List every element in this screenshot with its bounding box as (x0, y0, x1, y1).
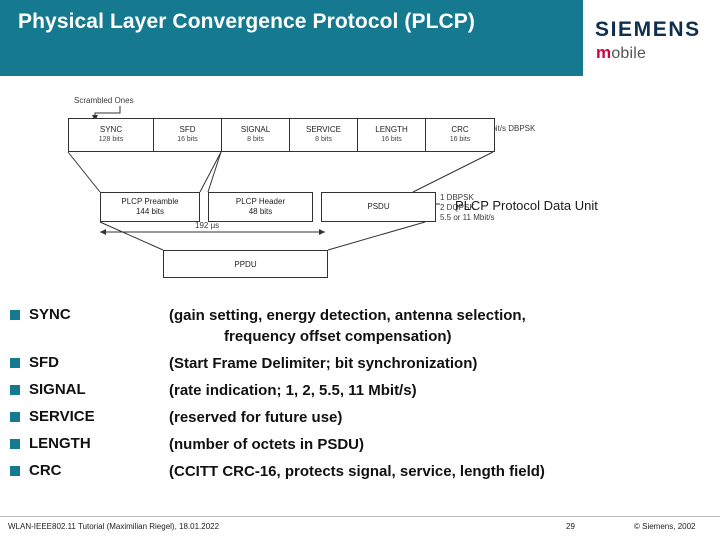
list-item-desc: (reserved for future use) (169, 409, 343, 426)
block-plcp-preamble-bits: 144 bits (135, 207, 165, 216)
field-signal: SIGNAL 8 bits (222, 119, 290, 151)
diagram-connectors (67, 106, 494, 251)
footer-source-text: WLAN-IEEE802.11 Tutorial (Maximilian Rie… (8, 522, 220, 531)
block-psdu: PSDU (321, 192, 436, 222)
field-sync: SYNC 128 bits (69, 119, 154, 151)
rate-label-top: 1 Mbit/s DBPSK (478, 124, 536, 133)
field-length: LENGTH 16 bits (358, 119, 426, 151)
rate-label-bottom-line1: 1 DBPSK (440, 193, 474, 202)
duration-label: 192 µs (195, 221, 220, 230)
scrambled-ones-label: Scrambled Ones (74, 96, 134, 105)
field-sfd-bits: 16 bits (177, 136, 198, 143)
block-plcp-preamble: PLCP Preamble 144 bits (100, 192, 200, 222)
block-ppdu: PPDU (163, 250, 328, 278)
list-item-term: SERVICE (29, 408, 95, 425)
field-length-bits: 16 bits (381, 136, 402, 143)
siemens-logo: SIEMENS (595, 18, 701, 41)
square-bullet-icon (10, 466, 20, 476)
slide-footer: WLAN-IEEE802.11 Tutorial (Maximilian Rie… (0, 516, 720, 541)
field-sync-bits: 128 bits (98, 136, 124, 143)
block-plcp-header-name: PLCP Header (235, 197, 286, 206)
field-sfd-name: SFD (179, 125, 196, 134)
list-item: SERVICE (reserved for future use) (10, 407, 710, 428)
page-title: Physical Layer Convergence Protocol (PLC… (18, 10, 476, 33)
field-crc-bits: 16 bits (449, 136, 471, 143)
list-item-term: SIGNAL (29, 381, 86, 398)
footer-page-number: 29 (566, 522, 575, 531)
block-plcp-header: PLCP Header 48 bits (208, 192, 313, 222)
header-color-band (0, 0, 583, 76)
list-item-desc: (CCITT CRC-16, protects signal, service,… (169, 463, 545, 480)
list-item-desc: (rate indication; 1, 2, 5.5, 11 Mbit/s) (169, 382, 417, 399)
field-sfd: SFD 16 bits (154, 119, 222, 151)
square-bullet-icon (10, 358, 20, 368)
rate-label-bottom-line3: 5.5 or 11 Mbit/s (440, 213, 495, 222)
siemens-mobile-sublogo: mobile (596, 43, 646, 63)
plcp-frame-diagram: Scrambled Ones 1 Mbit/s DBPSK SYNC 128 b… (0, 80, 720, 290)
list-item: LENGTH (number of octets in PSDU) (10, 434, 710, 455)
list-item: CRC (CCITT CRC-16, protects signal, serv… (10, 461, 710, 482)
list-item-desc: (number of octets in PSDU) (169, 436, 365, 453)
list-item-desc: (Start Frame Delimiter; bit synchronizat… (169, 355, 478, 372)
field-service-bits: 8 bits (315, 136, 332, 143)
list-item-desc-main: (gain setting, energy detection, antenna… (169, 307, 526, 324)
field-crc-name: CRC (451, 125, 469, 134)
list-item-term: SFD (29, 354, 59, 371)
block-psdu-name: PSDU (367, 202, 390, 211)
plcp-structure-row: PLCP Preamble 144 bits PLCP Header 48 bi… (100, 192, 436, 222)
square-bullet-icon (10, 439, 20, 449)
mobile-logo-rest: obile (611, 45, 647, 62)
field-crc: CRC 16 bits (426, 119, 494, 151)
field-service-name: SERVICE (306, 125, 341, 134)
list-item-desc: (gain setting, energy detection, antenna… (169, 305, 526, 347)
field-signal-bits: 8 bits (247, 136, 264, 143)
list-item-desc-cont: frequency offset compensation) (224, 328, 452, 345)
field-sync-name: SYNC (99, 125, 123, 134)
block-plcp-preamble-name: PLCP Preamble (121, 197, 179, 206)
field-length-name: LENGTH (375, 125, 408, 134)
field-description-list: SYNC (gain setting, energy detection, an… (10, 305, 710, 488)
rate-label-bottom-line2: 2 DQPSK (440, 203, 475, 212)
plcp-frame-field-row: SYNC 128 bits SFD 16 bits SIGNAL 8 bits … (68, 118, 495, 152)
square-bullet-icon (10, 385, 20, 395)
pdu-caption: PLCP Protocol Data Unit (455, 198, 598, 213)
field-signal-name: SIGNAL (240, 125, 271, 134)
list-item-term: LENGTH (29, 435, 91, 452)
slide-header: Physical Layer Convergence Protocol (PLC… (0, 0, 720, 76)
list-item-term: SYNC (29, 306, 71, 323)
square-bullet-icon (10, 310, 20, 320)
list-item-term: CRC (29, 462, 62, 479)
list-item: SIGNAL (rate indication; 1, 2, 5.5, 11 M… (10, 380, 710, 401)
field-service: SERVICE 8 bits (290, 119, 358, 151)
list-item: SFD (Start Frame Delimiter; bit synchron… (10, 353, 710, 374)
block-plcp-header-bits: 48 bits (248, 207, 273, 216)
block-ppdu-label: PPDU (234, 259, 257, 269)
square-bullet-icon (10, 412, 20, 422)
mobile-logo-m: m (596, 43, 612, 62)
footer-copyright: © Siemens, 2002 (634, 522, 696, 531)
list-item: SYNC (gain setting, energy detection, an… (10, 305, 710, 347)
